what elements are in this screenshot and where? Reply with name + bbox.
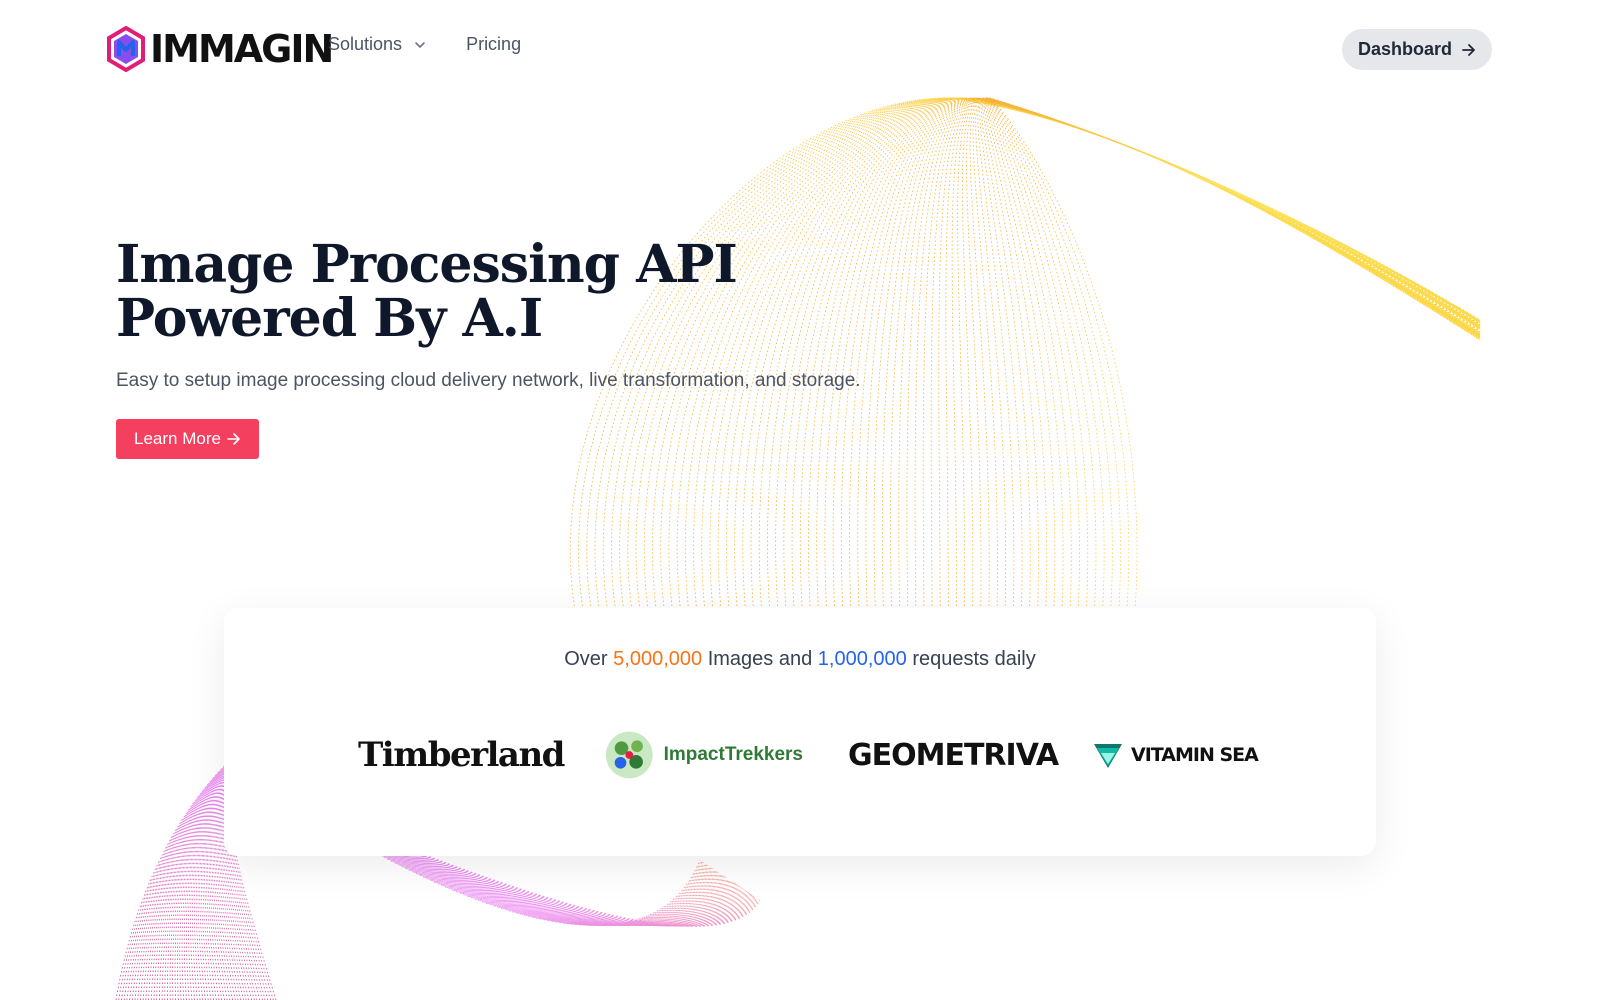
hero-section: Image Processing API Powered By A.I Easy… <box>116 238 861 459</box>
customer-logo-geometriva: GEOMETRIVA <box>848 738 1059 773</box>
timberland-wordmark: Timberland <box>358 735 565 775</box>
brand-wordmark: IMMAGIN <box>150 27 334 71</box>
hero-title: Image Processing API Powered By A.I <box>116 238 861 346</box>
stats-prefix: Over <box>564 648 608 670</box>
requests-label: requests daily <box>912 648 1036 670</box>
chevron-down-icon <box>415 41 425 48</box>
nav-pricing-label: Pricing <box>466 34 522 54</box>
top-navigation: IMMAGIN Solutions Pricing Dashboard <box>0 0 1600 100</box>
dashboard-button-label: Dashboard <box>1357 39 1453 59</box>
arrow-right-icon <box>227 433 240 445</box>
requests-count: 1,000,000 <box>817 648 907 670</box>
brand-logo[interactable]: IMMAGIN <box>106 26 334 72</box>
images-count: 5,000,000 <box>613 648 703 670</box>
vitaminsea-wordmark: VITAMIN SEA <box>1131 744 1259 766</box>
hero-title-line1: Image Processing API <box>116 234 738 295</box>
arrow-right-icon <box>1462 43 1475 56</box>
learn-more-label: Learn More <box>134 429 221 448</box>
globe-leaf-icon <box>605 731 653 779</box>
dashboard-button[interactable]: Dashboard <box>1342 29 1492 70</box>
impacttrekkers-wordmark: ImpactTrekkers <box>663 744 803 765</box>
learn-more-button[interactable]: Learn More <box>116 419 259 459</box>
hero-subtitle: Easy to setup image processing cloud del… <box>116 370 861 391</box>
customer-logo-vitaminsea: VITAMIN SEA <box>1093 740 1259 770</box>
nav-pricing-link[interactable]: Pricing <box>466 34 521 55</box>
wave-funnel-icon <box>1094 744 1122 768</box>
nav-solutions-label: Solutions <box>328 34 403 54</box>
usage-stats: Over 5,000,000 Images and 1,000,000 requ… <box>224 648 1376 671</box>
hero-title-line2: Powered By A.I <box>116 288 543 349</box>
geometriva-wordmark: GEOMETRIVA <box>848 737 1059 773</box>
main-nav: Solutions Pricing <box>328 34 521 55</box>
images-label: Images and <box>707 648 813 670</box>
brand-hexagon-icon <box>107 26 145 72</box>
stats-card: Over 5,000,000 Images and 1,000,000 requ… <box>224 608 1376 856</box>
nav-solutions-dropdown[interactable]: Solutions <box>328 34 426 55</box>
customer-logos: Timberland ImpactTrekkers GEOMETRIVA <box>358 728 1259 782</box>
customer-logo-impacttrekkers: ImpactTrekkers <box>603 728 803 782</box>
customer-logo-timberland: Timberland <box>358 735 565 775</box>
